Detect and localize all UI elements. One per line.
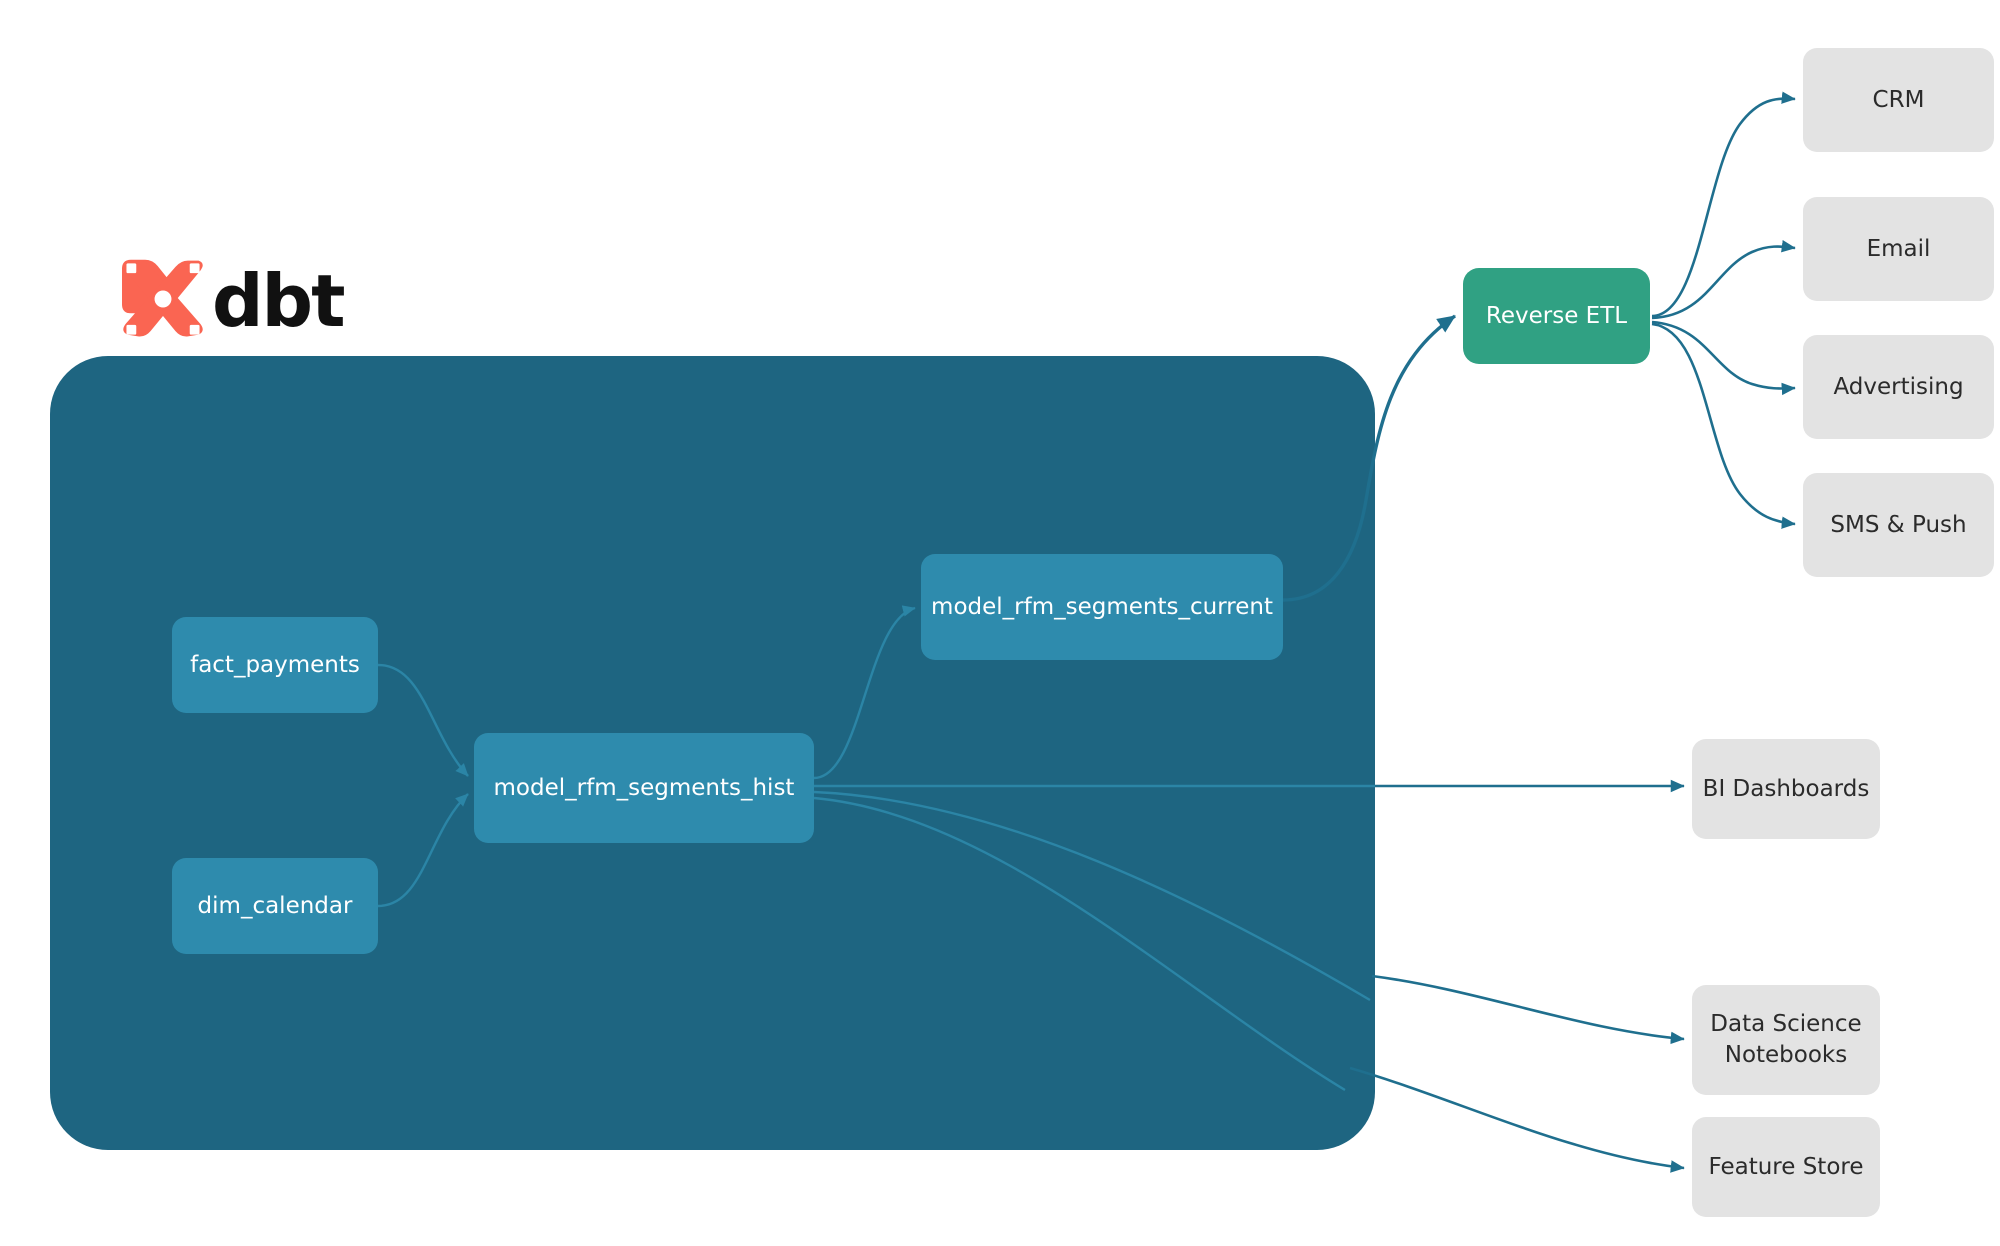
dbt-logo-icon (118, 258, 208, 340)
model-node-dim-calendar[interactable]: dim_calendar (172, 858, 378, 954)
edge-reverse-etl-to-email (1651, 240, 1796, 320)
destination-node-sms-push[interactable]: SMS & Push (1803, 473, 1994, 577)
consumer-node-bi-dashboards[interactable]: BI Dashboards (1692, 739, 1880, 839)
edge-reverse-etl-to-sms-push (1651, 322, 1796, 529)
dbt-wordmark: dbt (212, 259, 345, 343)
model-node-rfm-segments-current[interactable]: model_rfm_segments_current (921, 554, 1283, 660)
consumer-node-label-line2: Notebooks (1724, 1042, 1848, 1068)
model-node-rfm-segments-hist[interactable]: model_rfm_segments_hist (474, 733, 814, 843)
model-node-fact-payments[interactable]: fact_payments (172, 617, 378, 713)
destination-node-advertising[interactable]: Advertising (1803, 335, 1994, 439)
consumer-node-data-science-notebooks[interactable]: Data Science Notebooks (1692, 985, 1880, 1095)
consumer-node-label-line1: Data Science (1710, 1011, 1862, 1037)
edge-reverse-etl-to-advertising (1651, 320, 1796, 396)
consumer-node-feature-store[interactable]: Feature Store (1692, 1117, 1880, 1217)
edge-to-ds-notebooks (1371, 974, 1685, 1045)
edge-reverse-etl-to-crm (1651, 91, 1796, 318)
edge-to-feature-store (1349, 1066, 1685, 1173)
destination-node-email[interactable]: Email (1803, 197, 1994, 301)
destination-node-crm[interactable]: CRM (1803, 48, 1994, 152)
reverse-etl-node[interactable]: Reverse ETL (1463, 268, 1650, 364)
